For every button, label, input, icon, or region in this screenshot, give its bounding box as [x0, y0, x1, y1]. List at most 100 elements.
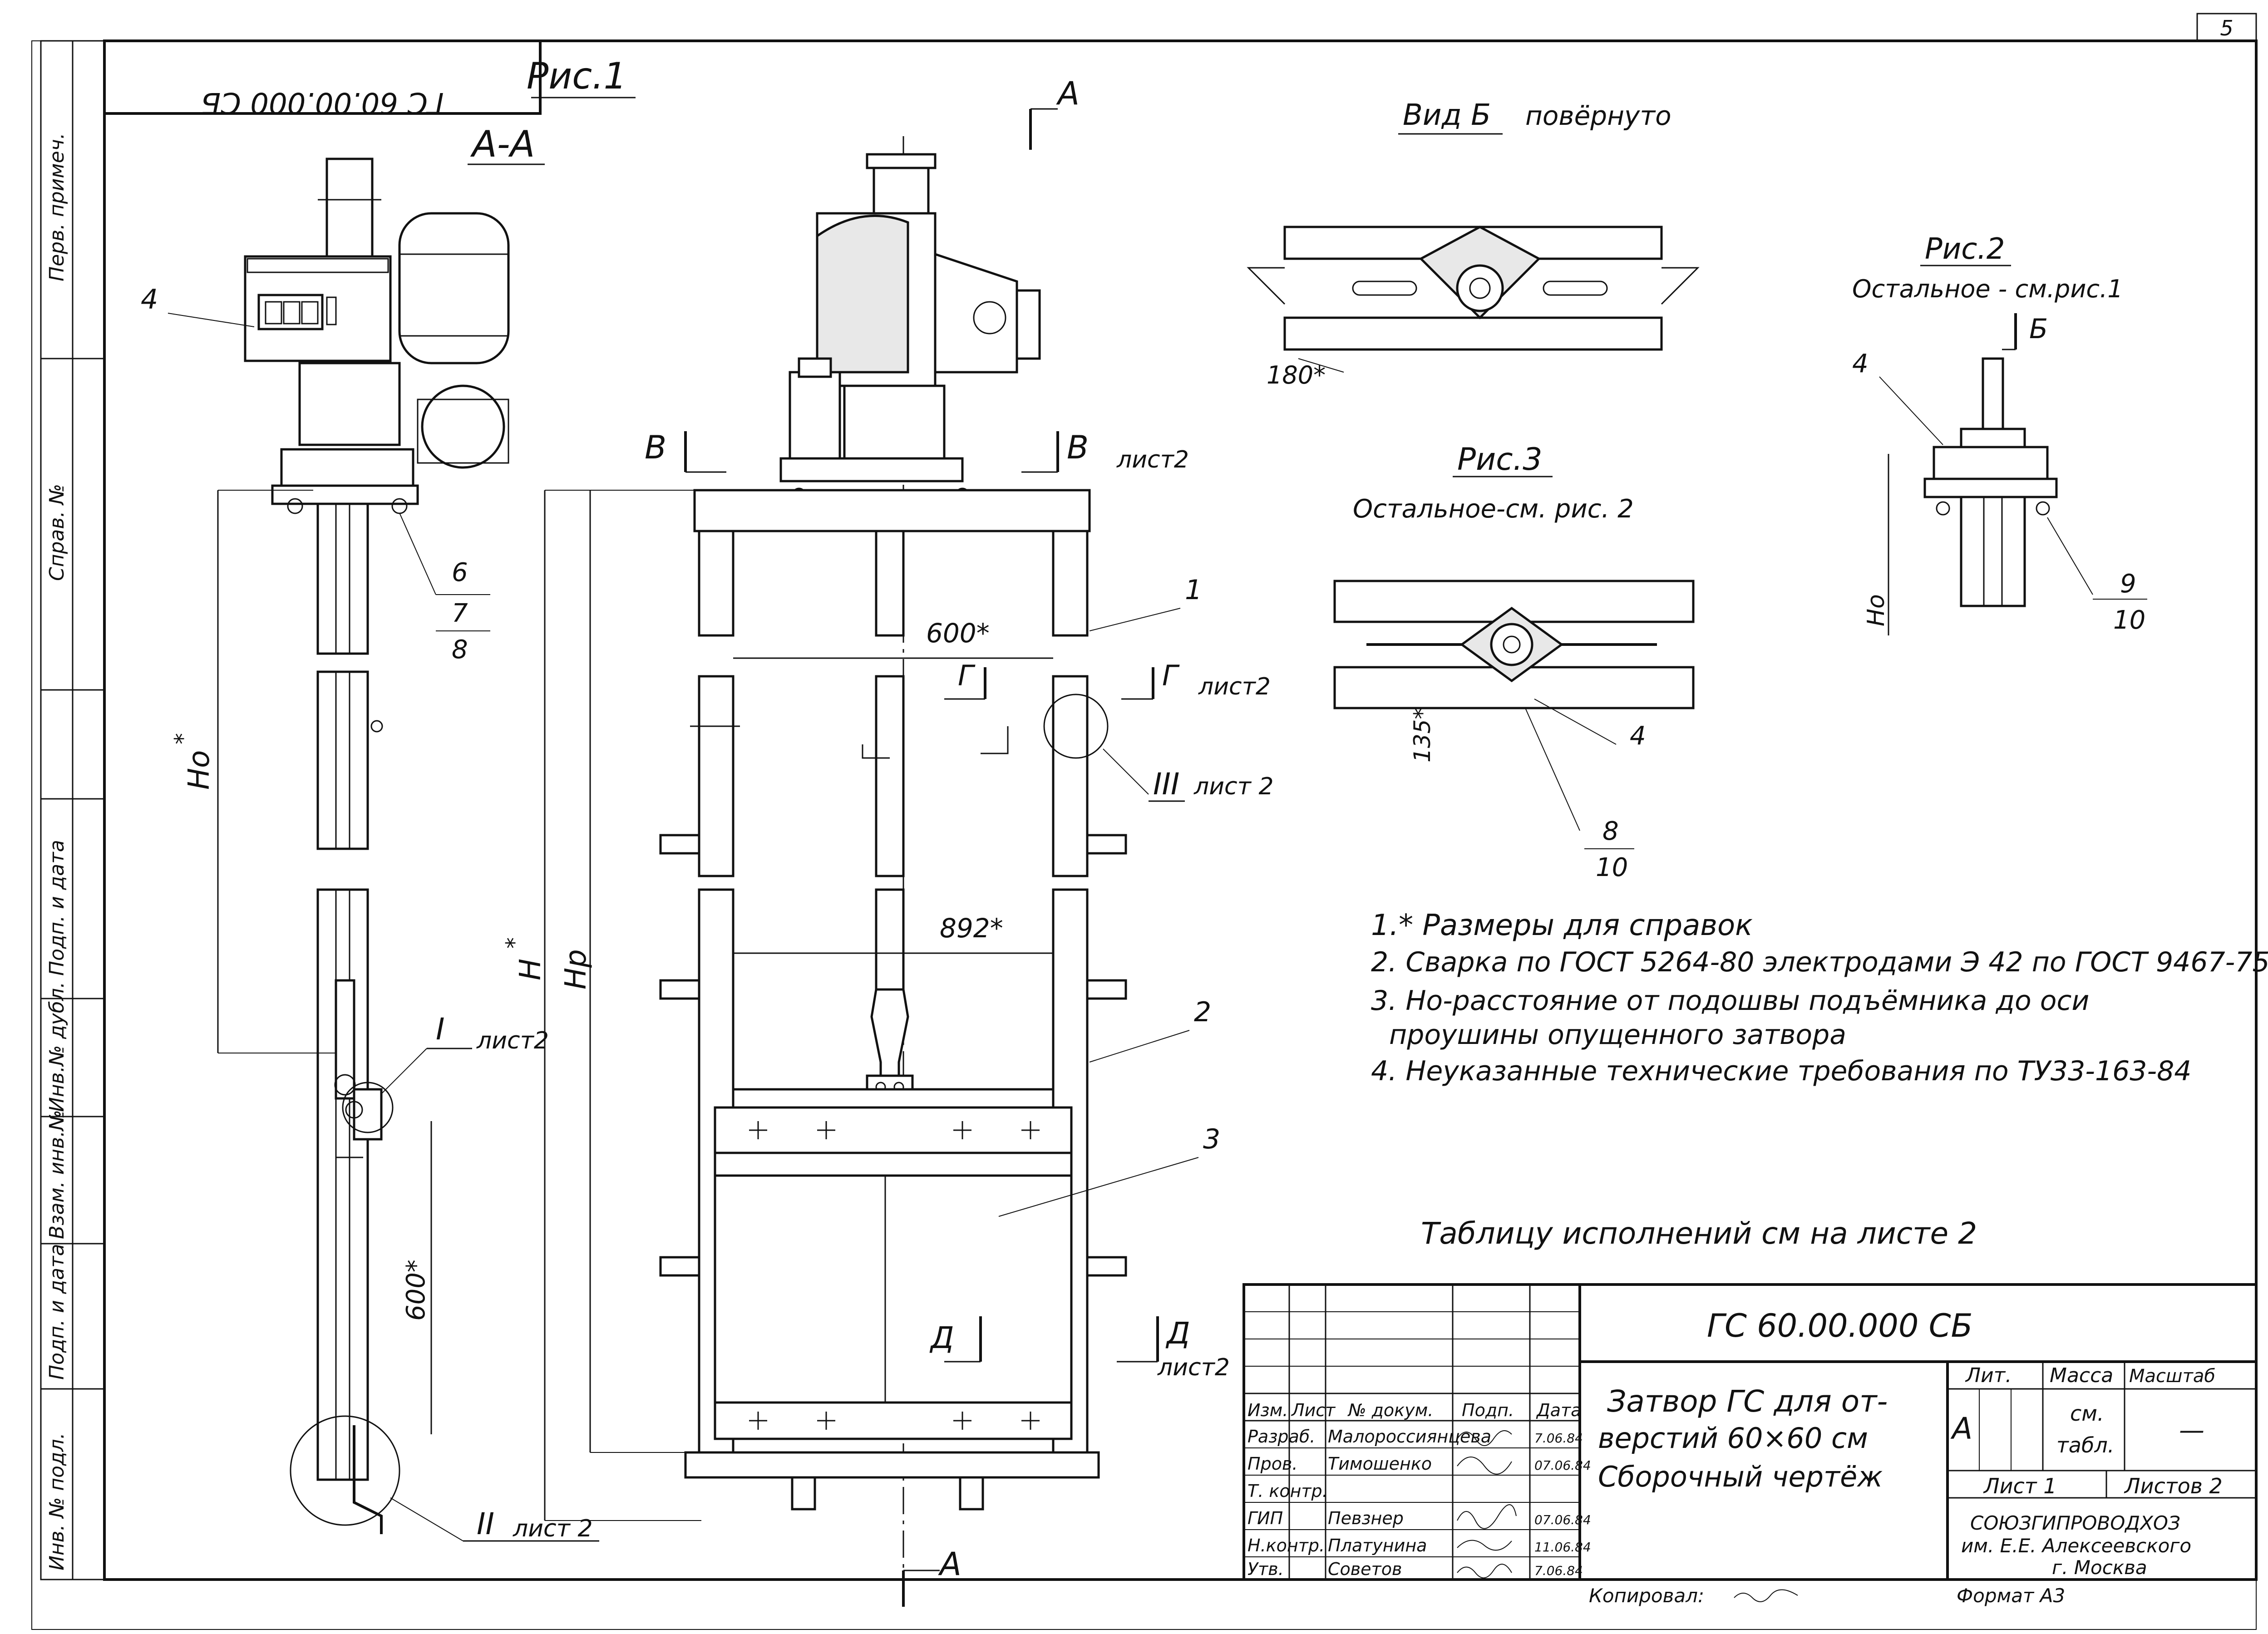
stamp-label-inv: Инв. № подл. [45, 1432, 69, 1570]
sheets-label: Листов 2 [2124, 1474, 2223, 1498]
detail-i-list: лист2 [476, 1027, 549, 1054]
role-0-name: Малороссиянцева [1328, 1427, 1491, 1447]
section-a-top: А [1056, 75, 1080, 112]
stamp-label-podp1: Подп. и дата [45, 840, 69, 976]
stamp-label-vzam: Взам. инв.№ [45, 1110, 69, 1239]
col-doc: № докум. [1347, 1400, 1433, 1420]
org-1: СОЮЗГИПРОВОДХОЗ [1970, 1512, 2180, 1534]
col-date: Дата [1536, 1400, 1581, 1420]
pos-4-fig3: 4 [1630, 721, 1646, 751]
front-view: А [501, 75, 1274, 1607]
pos-4-fig2: 4 [1852, 349, 1869, 379]
sheet-label: Лист 1 [1983, 1474, 2056, 1498]
pos-6: 6 [452, 558, 468, 587]
pos-2: 2 [1194, 996, 1211, 1028]
col-list: Лист [1291, 1400, 1336, 1420]
mirror-code: ГС 60.00.000 СБ [201, 86, 444, 119]
role-1-name: Тимошенко [1328, 1454, 1432, 1474]
section-g-left: Г [958, 659, 976, 692]
pos-10-fig3: 10 [1596, 853, 1628, 882]
copied-by-signature [1734, 1589, 1798, 1602]
dim-135: 135* [1409, 708, 1435, 763]
role-3-name: Певзнер [1328, 1508, 1404, 1528]
lit-label: Лит. [1965, 1364, 2012, 1387]
pos-8: 8 [452, 635, 468, 664]
view-b-suffix: повёрнуто [1525, 100, 1671, 131]
signature-3 [1457, 1504, 1517, 1529]
bottom-beam [684, 1451, 1100, 1479]
col-izm: Изм. [1247, 1400, 1288, 1420]
role-2: Т. контр. [1247, 1481, 1328, 1501]
role-1: Пров. [1247, 1454, 1297, 1474]
fig3-note: Остальное-см. рис. 2 [1353, 494, 1634, 524]
section-g-list: лист2 [1198, 673, 1271, 700]
note-3: 3. Hо-расстояние от подошвы подъёмника д… [1371, 985, 2089, 1017]
stamp-label-podp2: Подп. и дата [45, 1244, 69, 1380]
pos-10-fig2: 10 [2113, 605, 2145, 635]
section-aa-label: А-А [470, 123, 535, 165]
fig2-note: Остальное - см.рис.1 [1852, 275, 2123, 303]
title-block: Изм. Лист № докум. Подп. Дата Разраб. Ма… [1242, 1283, 2258, 1581]
worm-gear [421, 384, 505, 469]
dim-h: H [514, 959, 547, 980]
role-3: ГИП [1247, 1508, 1283, 1528]
detail-i-label: I [436, 1012, 444, 1047]
section-aa-view: Рис.1 А-А [141, 55, 636, 1542]
tb-title-1: Затвор ГС для от- [1607, 1384, 1888, 1419]
mirror-code-box: ГС 60.00.000 СБ [103, 39, 542, 119]
table-note: Таблицу исполнений см на листе 2 [1421, 1216, 1977, 1251]
tb-title-3: Сборочный чертёж [1598, 1460, 1883, 1493]
role-1-date: 07.06.84 [1534, 1458, 1591, 1473]
dim-892: 892* [940, 913, 1003, 944]
detail-iii-list: лист 2 [1193, 773, 1274, 800]
role-4-date: 11.06.84 [1534, 1540, 1591, 1555]
fig1-title: Рис.1 [527, 55, 627, 97]
pos-1: 1 [1185, 574, 1202, 606]
format-label: Формат A3 [1957, 1585, 2065, 1607]
stamp-label-perv: Перв. примеч. [45, 133, 69, 281]
section-a-bottom: А [938, 1545, 961, 1583]
motor [398, 212, 510, 364]
role-5-name: Советов [1328, 1559, 1402, 1579]
note-4: 4. Неуказанные технические требования по… [1371, 1055, 2191, 1087]
stamp-label-dubl: Инв.№ дубл. [45, 982, 69, 1112]
fig3-title: Рис.3 [1457, 442, 1542, 477]
dim-600-horiz: 600* [926, 618, 990, 649]
copied-by: Копировал: [1589, 1585, 1704, 1607]
side-stamp: Перв. примеч. Справ. № Подп. и дата Инв.… [40, 40, 105, 1580]
page-number-box: 5 [2196, 13, 2257, 42]
lit-value: А [1950, 1411, 1972, 1446]
org-2: им. Е.Е. Алексеевского [1961, 1535, 2191, 1557]
pos-4-fig1: 4 [141, 284, 158, 315]
section-v-list: лист2 [1116, 446, 1189, 473]
detail-iii-label: III [1153, 767, 1179, 802]
role-3-date: 07.06.84 [1534, 1512, 1591, 1527]
detail-circle-iii [1043, 694, 1109, 759]
mass-value-2: табл. [2056, 1433, 2114, 1457]
col-sign: Подп. [1462, 1400, 1514, 1420]
top-beam [693, 489, 1091, 532]
pos-3: 3 [1203, 1123, 1220, 1155]
technical-notes: 1.* Размеры для справок 2. Сварка по ГОС… [1371, 909, 2268, 1251]
section-g-right: Г [1162, 659, 1180, 692]
tb-code: ГС 60.00.000 СБ [1707, 1307, 1973, 1344]
dim-600-vert: 600* [401, 1260, 431, 1321]
section-d-list: лист2 [1157, 1354, 1230, 1381]
screw-tube [316, 502, 369, 655]
detail-circle-i [342, 1082, 394, 1133]
figure-2: Рис.2 Остальное - см.рис.1 Б 4 9 10 Hо [1852, 232, 2147, 635]
pos-7: 7 [452, 599, 468, 628]
dim-ho-1-star: * [170, 733, 196, 744]
signature-1 [1457, 1430, 1512, 1446]
note-1: 1.* Размеры для справок [1371, 909, 1753, 942]
gate-leaf [714, 1174, 1073, 1404]
scale-label: Масштаб [2129, 1366, 2215, 1387]
detail-ii-label: II [477, 1506, 494, 1541]
signature-5 [1457, 1564, 1512, 1579]
role-5-date: 7.06.84 [1534, 1563, 1583, 1578]
note-2: 2. Сварка по ГОСТ 5264-80 электродами Э … [1371, 946, 2268, 978]
dim-hp: Hр [559, 949, 593, 989]
view-b-title: Вид Б [1403, 98, 1491, 132]
view-b: Вид Б повёрнуто 180* [1247, 98, 1700, 389]
